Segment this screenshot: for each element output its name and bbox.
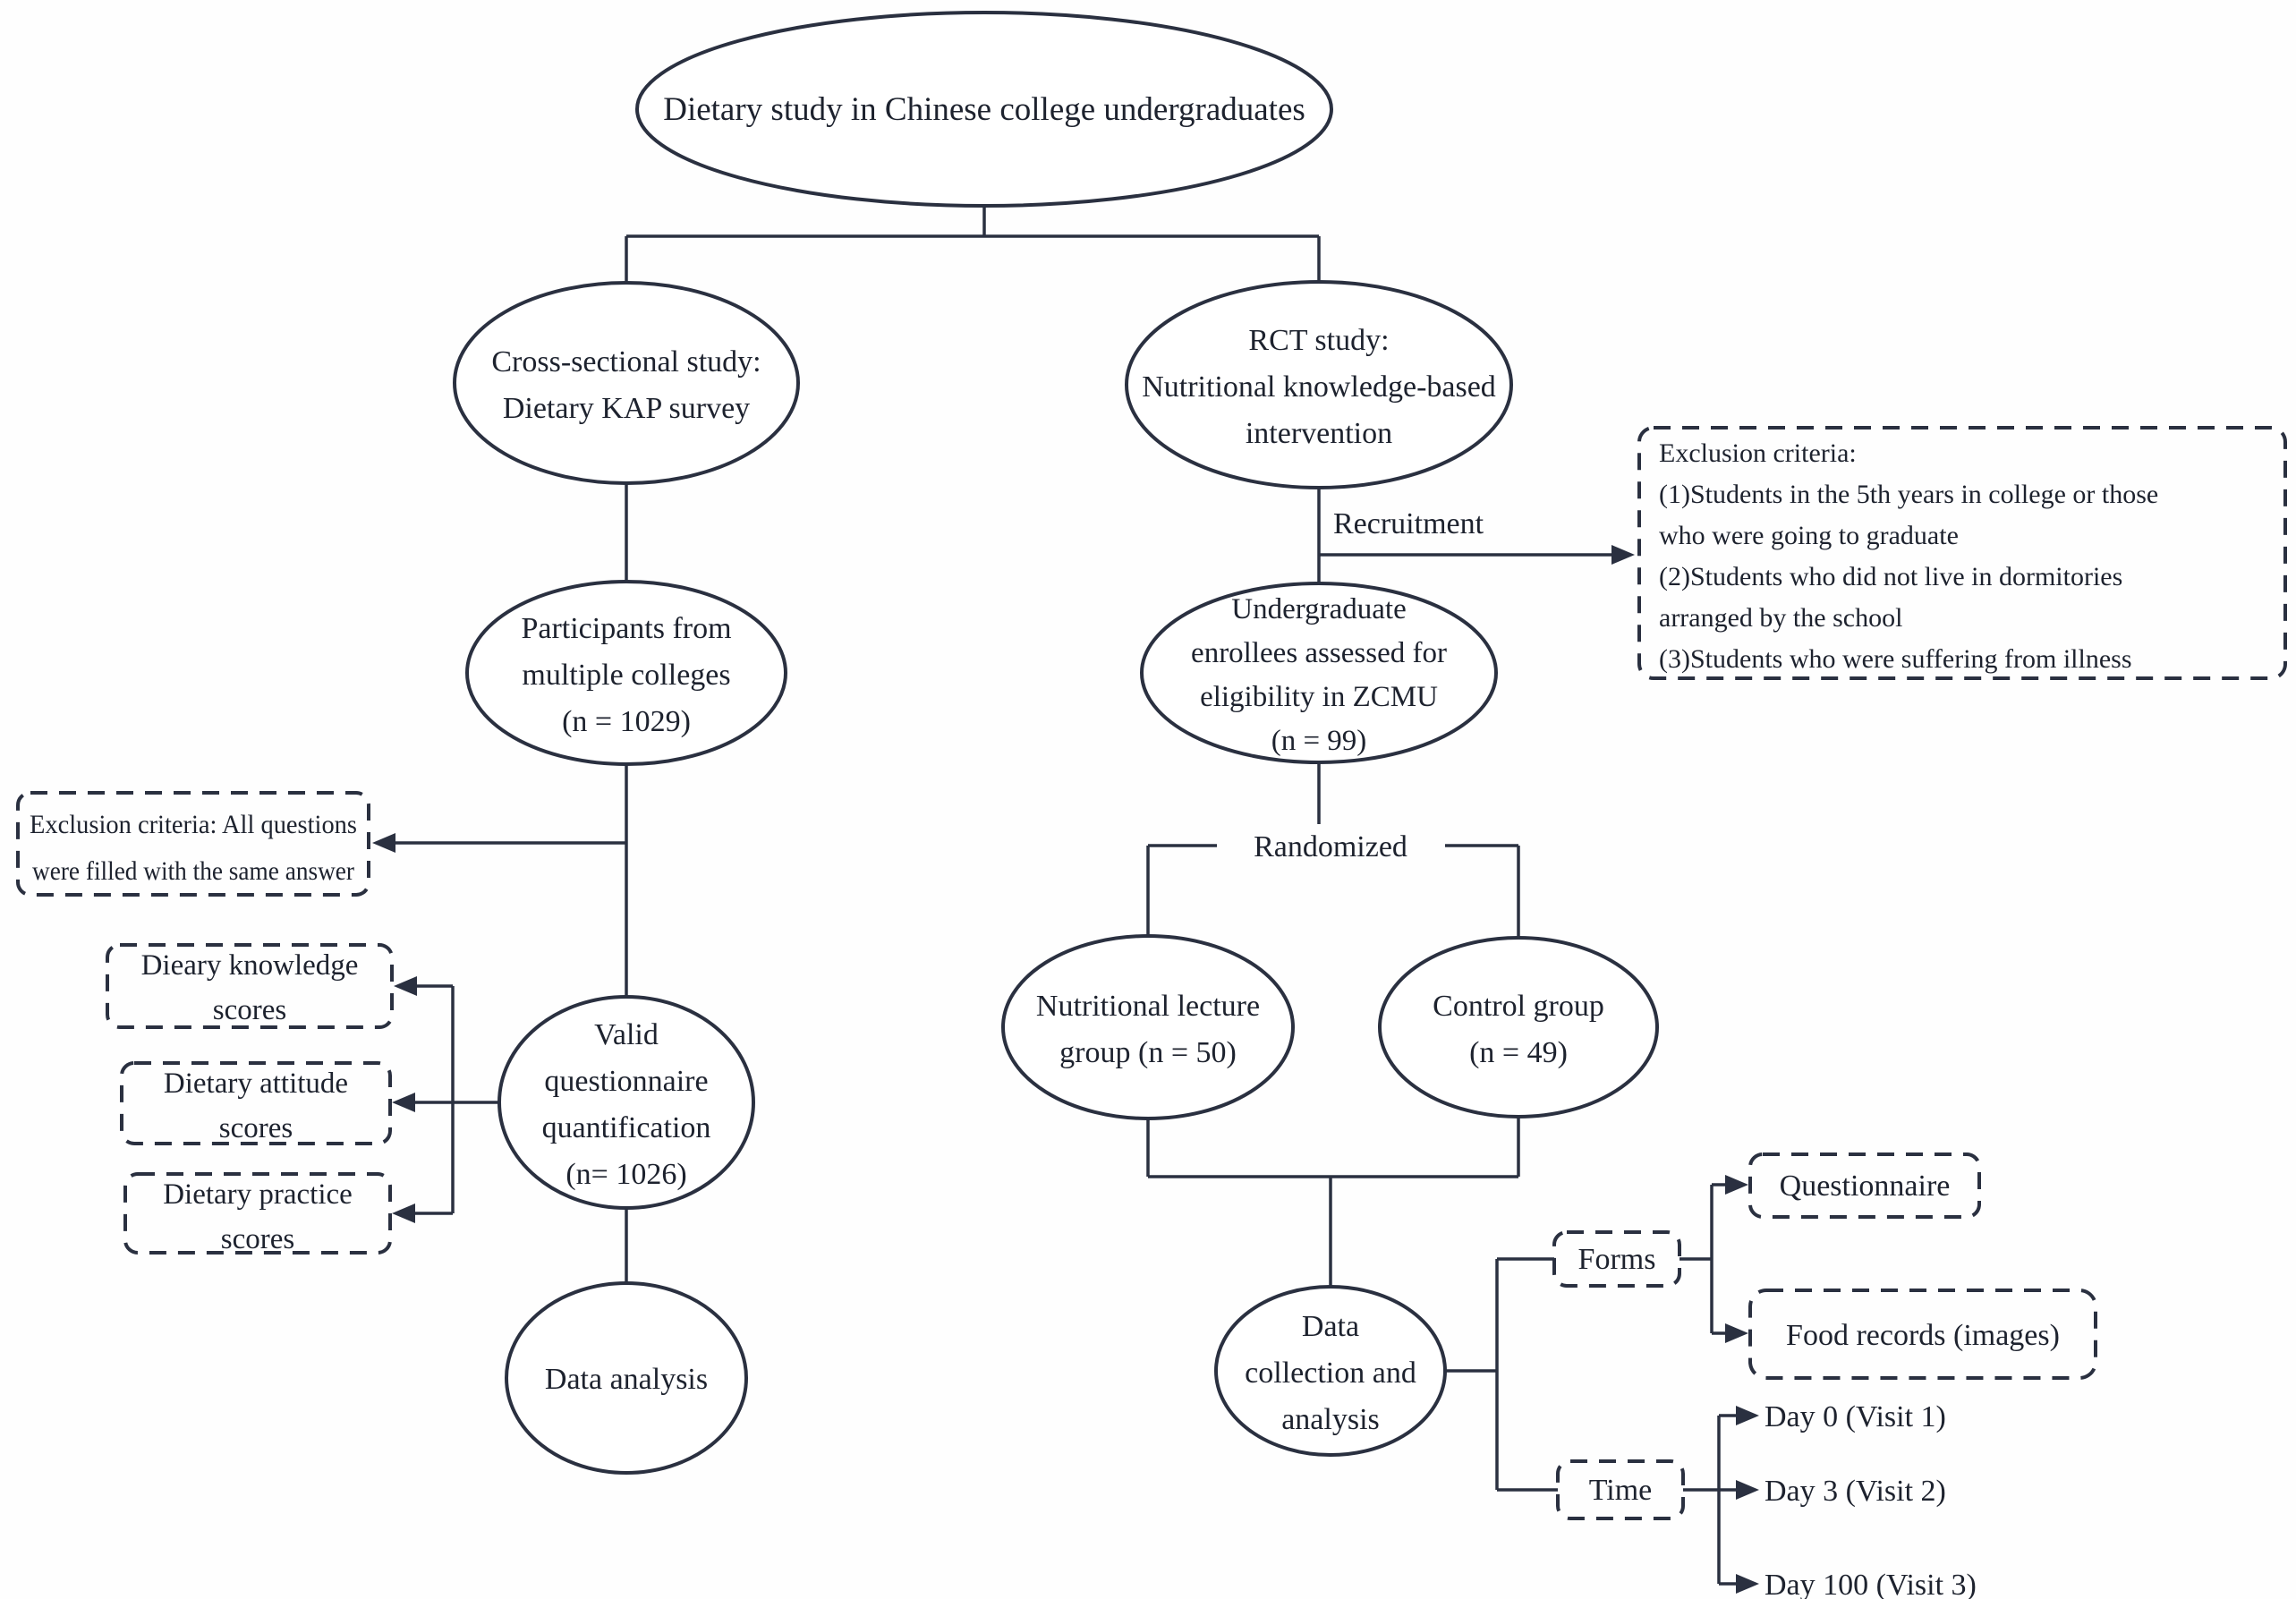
day100-label: Day 100 (Visit 3) bbox=[1765, 1569, 1977, 1599]
valid-line4: (n= 1026) bbox=[565, 1158, 686, 1191]
arrowhead-practice bbox=[392, 1204, 415, 1223]
rct-line3: intervention bbox=[1246, 417, 1392, 450]
exclusion-right-line1: Exclusion criteria: bbox=[1659, 438, 1857, 468]
rct-line2: Nutritional knowledge-based bbox=[1142, 370, 1496, 404]
day3-label: Day 3 (Visit 2) bbox=[1765, 1475, 1946, 1508]
food-records-box bbox=[1748, 1289, 2097, 1380]
node-exclusion-left: Exclusion criteria: All questions were f… bbox=[16, 791, 370, 897]
root-ellipse bbox=[635, 11, 1333, 208]
root-label: Dietary study in Chinese college undergr… bbox=[663, 91, 1305, 128]
rct-line1: RCT study: bbox=[1248, 324, 1389, 357]
connector-left-column bbox=[372, 483, 628, 1283]
exclusion-right-line3: who were going to graduate bbox=[1659, 521, 1959, 550]
valid-line2: questionnaire bbox=[544, 1065, 708, 1098]
exclusion-right-box bbox=[1637, 426, 2287, 680]
arrowhead-recruitment bbox=[1611, 545, 1635, 565]
knowledge-scores-line2: scores bbox=[213, 994, 286, 1026]
data-analysis-ellipse bbox=[505, 1281, 748, 1475]
knowledge-scores-line1: Dieary knowledge bbox=[141, 949, 359, 982]
undergraduate-ellipse bbox=[1140, 582, 1498, 764]
arrowhead-exclusion-left bbox=[372, 833, 395, 853]
cross-sectional-line1: Cross-sectional study: bbox=[491, 345, 761, 378]
exclusion-left-line1: Exclusion criteria: All questions bbox=[30, 810, 357, 839]
time-label: Time bbox=[1589, 1474, 1653, 1507]
arrowhead-food-records bbox=[1725, 1323, 1748, 1343]
forms-box bbox=[1552, 1230, 1681, 1288]
data-collection-line1: Data bbox=[1302, 1310, 1359, 1343]
node-cross-sectional: Cross-sectional study: Dietary KAP surve… bbox=[453, 281, 800, 485]
undergraduate-line1: Undergraduate bbox=[1231, 593, 1406, 625]
data-collection-line2: collection and bbox=[1245, 1357, 1416, 1390]
node-knowledge-scores: Dieary knowledge scores bbox=[106, 943, 394, 1029]
arrowhead-day3 bbox=[1736, 1480, 1759, 1500]
attitude-scores-line1: Dietary attitude bbox=[164, 1067, 348, 1100]
control-group-ellipse bbox=[1378, 936, 1659, 1118]
cross-sectional-ellipse bbox=[453, 281, 800, 485]
lecture-group-line1: Nutritional lecture bbox=[1036, 990, 1260, 1023]
practice-scores-box bbox=[123, 1172, 392, 1255]
node-food-records: Food records (images) bbox=[1748, 1289, 2097, 1380]
rct-ellipse bbox=[1125, 280, 1513, 489]
exclusion-left-box bbox=[16, 791, 370, 897]
arrowhead-attitude bbox=[392, 1093, 415, 1112]
node-lecture-group: Nutritional lecture group (n = 50) bbox=[1001, 934, 1295, 1120]
control-group-line2: (n = 49) bbox=[1469, 1036, 1568, 1069]
randomized-label-group: Randomized bbox=[1217, 824, 1445, 866]
node-control-group: Control group (n = 49) bbox=[1378, 936, 1659, 1118]
undergraduate-line3: eligibility in ZCMU bbox=[1200, 681, 1438, 713]
undergraduate-line4: (n = 99) bbox=[1271, 725, 1367, 757]
lecture-group-line2: group (n = 50) bbox=[1059, 1036, 1237, 1069]
arrowhead-day100 bbox=[1736, 1574, 1759, 1594]
arrowhead-knowledge bbox=[394, 976, 417, 996]
lecture-group-ellipse bbox=[1001, 934, 1295, 1120]
exclusion-right-line2: (1)Students in the 5th years in college … bbox=[1659, 480, 2158, 509]
knowledge-scores-box bbox=[106, 943, 394, 1029]
practice-scores-line2: scores bbox=[221, 1223, 294, 1255]
arrowhead-questionnaire bbox=[1725, 1175, 1748, 1195]
exclusion-left-line2: were filled with the same answer bbox=[32, 856, 354, 886]
forms-label: Forms bbox=[1578, 1243, 1656, 1276]
questionnaire-label: Questionnaire bbox=[1780, 1169, 1951, 1203]
randomized-label: Randomized bbox=[1254, 830, 1407, 863]
node-exclusion-right: Exclusion criteria: (1)Students in the 5… bbox=[1637, 426, 2287, 680]
node-undergraduate: Undergraduate enrollees assessed for eli… bbox=[1140, 582, 1498, 764]
questionnaire-box bbox=[1748, 1152, 1981, 1219]
node-root: Dietary study in Chinese college undergr… bbox=[635, 11, 1333, 208]
node-forms: Forms bbox=[1552, 1230, 1681, 1288]
node-data-collection: Data collection and analysis bbox=[1214, 1285, 1447, 1457]
node-attitude-scores: Dietary attitude scores bbox=[120, 1061, 392, 1145]
valid-line1: Valid bbox=[594, 1018, 659, 1051]
participants-line1: Participants from bbox=[521, 612, 731, 645]
control-group-line1: Control group bbox=[1433, 990, 1604, 1023]
practice-scores-line1: Dietary practice bbox=[163, 1178, 353, 1211]
participants-line3: (n = 1029) bbox=[562, 705, 691, 738]
day0-label: Day 0 (Visit 1) bbox=[1765, 1400, 1946, 1433]
node-practice-scores: Dietary practice scores bbox=[123, 1172, 392, 1255]
exclusion-right-line4: (2)Students who did not live in dormitor… bbox=[1659, 562, 2122, 591]
exclusion-right-line6: (3)Students who were suffering from illn… bbox=[1659, 644, 2132, 674]
randomized-label-bg bbox=[1217, 824, 1445, 866]
attitude-scores-box bbox=[120, 1061, 392, 1145]
valid-questionnaire-ellipse bbox=[497, 995, 755, 1210]
node-data-analysis: Data analysis bbox=[505, 1281, 748, 1475]
participants-ellipse bbox=[465, 580, 787, 766]
node-participants: Participants from multiple colleges (n =… bbox=[465, 580, 787, 766]
node-time: Time bbox=[1556, 1459, 1685, 1520]
attitude-scores-line2: scores bbox=[219, 1112, 293, 1144]
valid-line3: quantification bbox=[542, 1111, 711, 1144]
data-collection-ellipse bbox=[1214, 1285, 1447, 1457]
exclusion-right-line5: arranged by the school bbox=[1659, 603, 1902, 633]
food-records-label: Food records (images) bbox=[1786, 1319, 2060, 1352]
undergraduate-line2: enrollees assessed for bbox=[1191, 637, 1447, 669]
data-collection-line3: analysis bbox=[1281, 1403, 1380, 1436]
node-valid-questionnaire: Valid questionnaire quantification (n= 1… bbox=[497, 995, 755, 1210]
recruitment-label: Recruitment bbox=[1333, 507, 1484, 540]
participants-line2: multiple colleges bbox=[522, 659, 730, 692]
node-rct: RCT study: Nutritional knowledge-based i… bbox=[1125, 280, 1513, 489]
node-questionnaire: Questionnaire bbox=[1748, 1152, 1981, 1219]
connector-root-branch bbox=[625, 206, 1321, 283]
arrowhead-day0 bbox=[1736, 1406, 1759, 1425]
data-analysis-label: Data analysis bbox=[545, 1363, 708, 1396]
cross-sectional-line2: Dietary KAP survey bbox=[503, 392, 750, 425]
